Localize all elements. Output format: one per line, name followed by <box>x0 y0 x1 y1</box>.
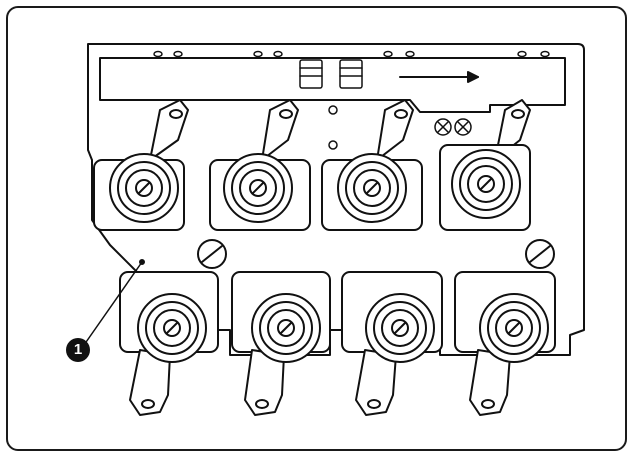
hose-fittings <box>299 59 363 89</box>
lower-unit-2 <box>231 271 331 416</box>
lower-tension-units <box>119 271 556 416</box>
upper-unit-1 <box>93 99 189 231</box>
small-screws <box>328 105 472 150</box>
upper-unit-2 <box>209 99 311 231</box>
callout-leader-tip <box>139 259 145 265</box>
mounting-screws <box>197 239 555 269</box>
callout-leader-line <box>83 261 143 346</box>
upper-unit-4 <box>439 99 531 231</box>
upper-unit-3 <box>321 99 423 231</box>
lower-unit-3 <box>341 271 443 416</box>
top-rail <box>99 57 566 113</box>
lower-unit-4 <box>454 271 556 416</box>
lower-unit-1 <box>119 271 219 416</box>
direction-arrow <box>399 71 479 83</box>
rail-holes <box>153 50 550 58</box>
upper-tension-units <box>93 99 531 231</box>
callout-number-1: 1 <box>66 338 90 362</box>
